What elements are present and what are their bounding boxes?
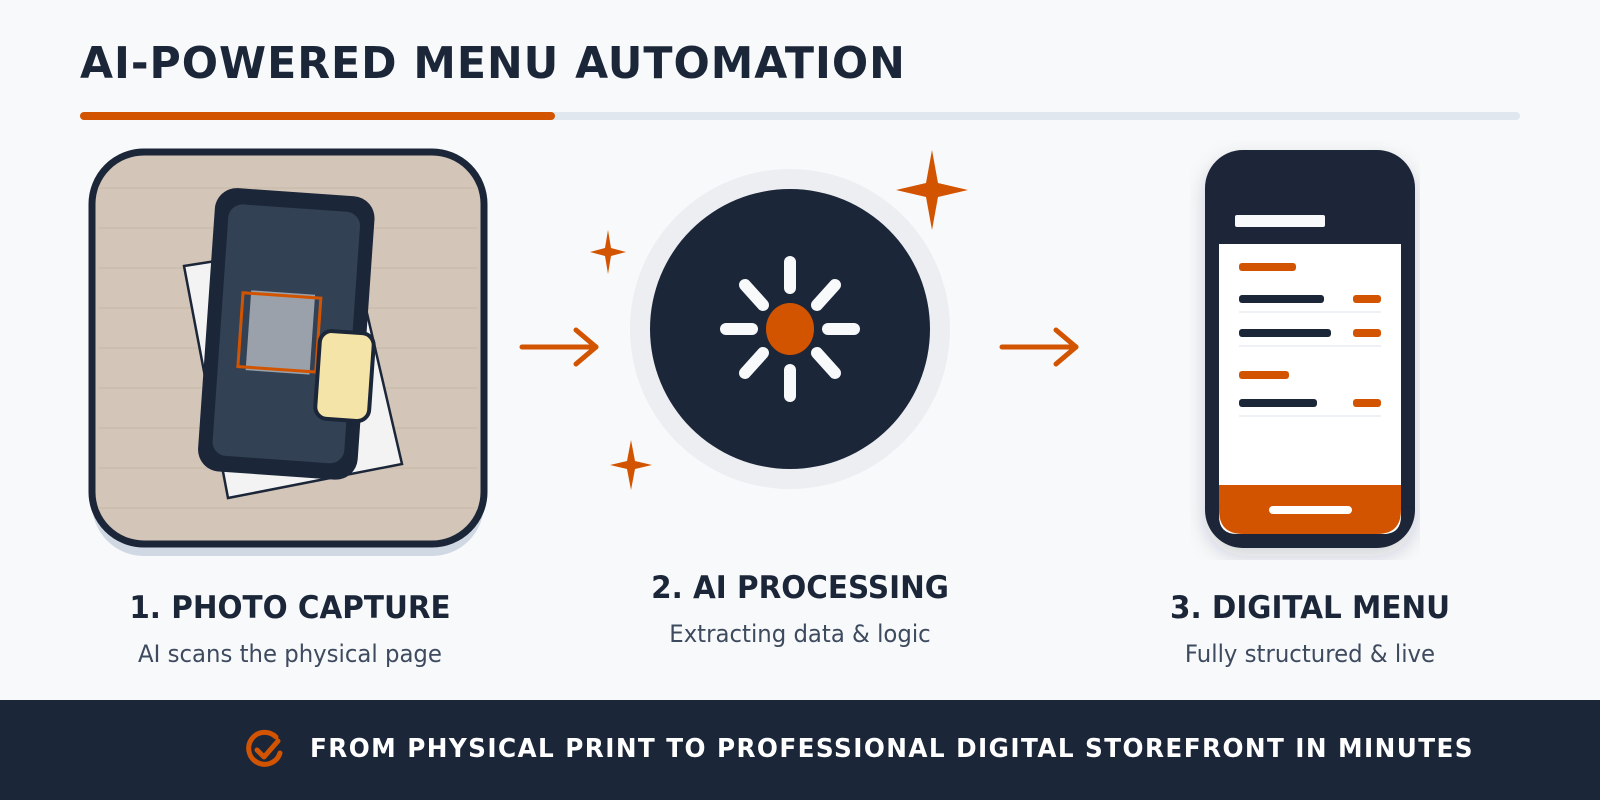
progress-track <box>80 112 1520 120</box>
step-3-subtitle: Fully structured & live <box>1184 640 1436 668</box>
step-3-title: 3. DIGITAL MENU <box>1169 590 1451 626</box>
step-2-title: 2. AI PROCESSING <box>651 570 949 606</box>
step-2-subtitle: Extracting data & logic <box>669 620 931 648</box>
page-title: AI-POWERED MENU AUTOMATION <box>80 38 906 89</box>
progress-fill <box>80 112 555 120</box>
arrow-right-icon <box>519 327 599 367</box>
footer-tagline: FROM PHYSICAL PRINT TO PROFESSIONAL DIGI… <box>310 734 1474 764</box>
sparkle-icon <box>590 150 968 490</box>
step-1-title: 1. PHOTO CAPTURE <box>129 590 451 626</box>
footer-banner <box>0 700 1600 800</box>
ai-processing-spinner-icon <box>590 150 968 490</box>
arrow-right-icon <box>999 327 1079 367</box>
phone-camera-scan-icon <box>88 148 488 556</box>
digital-menu-phone-icon <box>1205 150 1415 548</box>
step-1-subtitle: AI scans the physical page <box>138 640 442 668</box>
check-circle-icon <box>246 729 283 767</box>
